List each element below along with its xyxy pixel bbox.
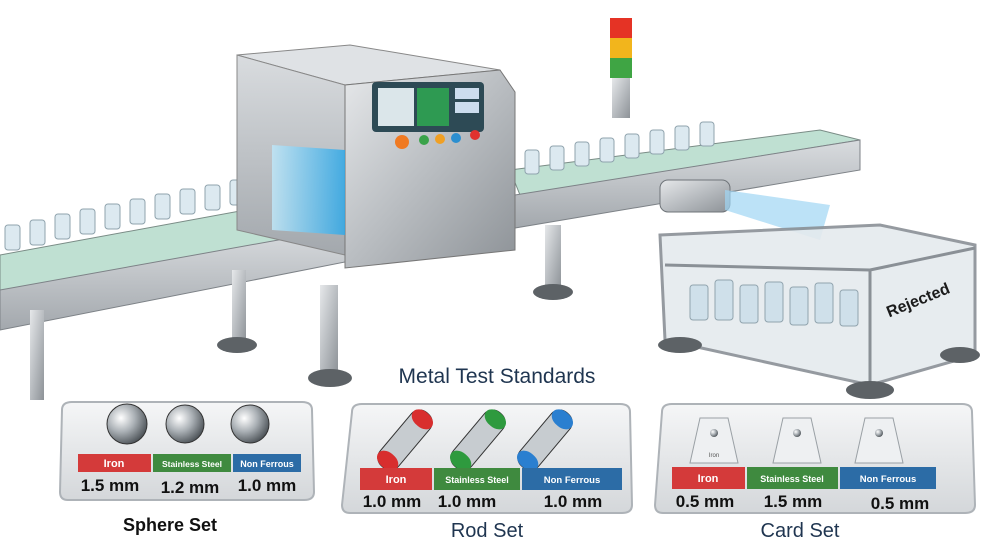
card-set: Iron Iron Stainless Steel Non Ferrous 0.… — [653, 403, 977, 542]
stainless-rod — [450, 409, 506, 471]
sphere-stainless-value: 1.2 mm — [161, 478, 220, 497]
card-set-title: Card Set — [761, 520, 840, 542]
card-nonferrous-label: Non Ferrous — [860, 474, 916, 485]
blue-button — [451, 133, 461, 143]
rod-iron-value: 1.0 mm — [363, 492, 422, 511]
non-ferrous-sphere — [230, 404, 270, 444]
rod-set-title: Rod Set — [451, 520, 524, 542]
stack-light — [610, 18, 632, 118]
metal-detector-head — [236, 44, 516, 269]
rod-stainless-value: 1.0 mm — [438, 492, 497, 511]
red-button — [470, 130, 480, 140]
card-stainless-value: 1.5 mm — [764, 492, 823, 511]
reject-bin: Rejected — [658, 223, 980, 399]
orange-button — [395, 135, 409, 149]
card-nonferrous-value: 0.5 mm — [871, 494, 930, 513]
sphere-nonferrous-value: 1.0 mm — [238, 476, 297, 495]
rod-iron-label: Iron — [386, 474, 407, 486]
card-iron-value: 0.5 mm — [676, 492, 735, 511]
sphere-set-title: Sphere Set — [123, 515, 217, 535]
yellow-button — [435, 134, 445, 144]
card-mini-label: Iron — [709, 453, 719, 459]
rod-stainless-label: Stainless Steel — [445, 475, 509, 485]
iron-rod — [377, 409, 433, 471]
sphere-nonferrous-label: Non Ferrous — [240, 459, 294, 469]
card-iron-label: Iron — [698, 473, 719, 485]
stainless-sphere — [165, 404, 205, 444]
sphere-iron-value: 1.5 mm — [81, 476, 140, 495]
sphere-set: Iron Stainless Steel Non Ferrous 1.5 mm … — [58, 401, 316, 535]
non-ferrous-rod — [517, 409, 573, 471]
iron-sphere — [106, 403, 148, 445]
sphere-iron-label: Iron — [104, 458, 125, 470]
rod-set: Iron Stainless Steel Non Ferrous 1.0 mm … — [340, 403, 634, 542]
page-title: Metal Test Standards — [399, 365, 596, 388]
rod-nonferrous-value: 1.0 mm — [544, 492, 603, 511]
card-stainless-label: Stainless Steel — [760, 474, 824, 484]
green-button — [419, 135, 429, 145]
sphere-stainless-label: Stainless Steel — [162, 459, 222, 469]
rod-nonferrous-label: Non Ferrous — [544, 475, 600, 486]
